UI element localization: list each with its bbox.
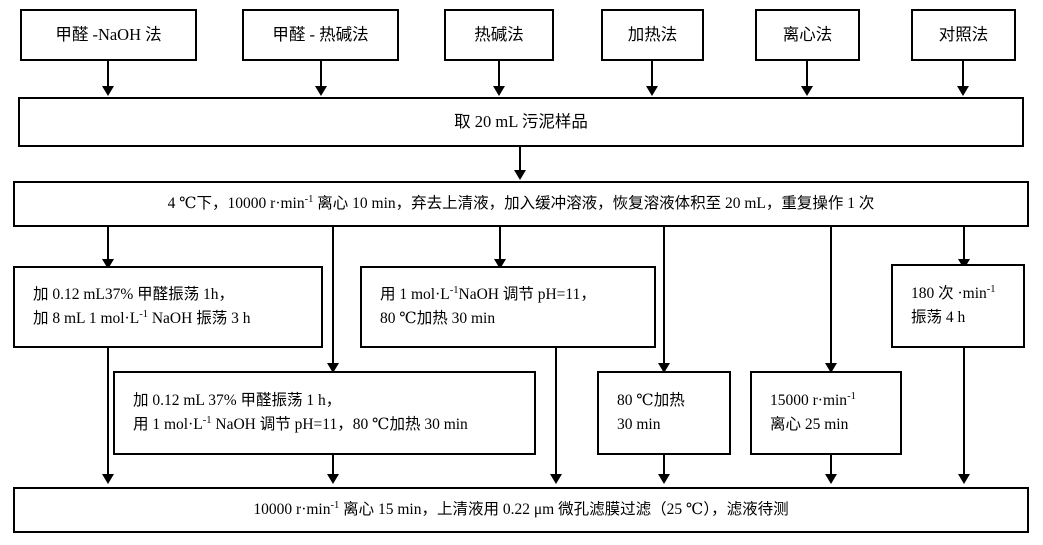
arrowhead-sample-wash <box>514 170 526 180</box>
step-box-heat-80[interactable]: 80 ℃加热 30 min <box>597 371 731 455</box>
connector-r4box1-final <box>332 455 334 479</box>
connector-wash-r4centrifuge <box>830 227 832 368</box>
arrowhead-wash-r4box1 <box>327 363 339 373</box>
arrowhead-wash-r4heat <box>658 363 670 373</box>
method-box-centrifuge[interactable]: 离心法 <box>755 9 860 61</box>
connector-method5-sample <box>806 61 808 88</box>
arrowhead-r3box1-final <box>102 474 114 484</box>
connector-wash-r4heat <box>663 227 665 368</box>
step-box-centrifuge-15000[interactable]: 15000 r·min-1 离心 25 min <box>750 371 902 455</box>
method-label: 甲醛 - 热碱法 <box>272 25 369 45</box>
method-box-formaldehyde-hotalkali[interactable]: 甲醛 - 热碱法 <box>242 9 399 61</box>
step-label: 180 次 ·min-1 振荡 4 h <box>911 283 996 326</box>
step-label: 加 0.12 mL 37% 甲醛振荡 1 h， 用 1 mol·L-1 NaOH… <box>133 391 468 433</box>
method-box-formaldehyde-naoh[interactable]: 甲醛 -NaOH 法 <box>20 9 197 61</box>
method-label: 离心法 <box>782 25 833 45</box>
step-box-shake-180[interactable]: 180 次 ·min-1 振荡 4 h <box>891 264 1025 348</box>
arrowhead-r4box1-final <box>327 474 339 484</box>
arrowhead-method1-sample <box>102 86 114 96</box>
method-label: 甲醛 -NaOH 法 <box>55 25 162 45</box>
connector-wash-r3shake <box>963 227 965 263</box>
arrowhead-method4-sample <box>646 86 658 96</box>
arrowhead-wash-r4centrifuge <box>825 363 837 373</box>
connector-method2-sample <box>320 61 322 88</box>
arrowhead-method6-sample <box>957 86 969 96</box>
step-box-formaldehyde-hotalkali[interactable]: 加 0.12 mL 37% 甲醛振荡 1 h， 用 1 mol·L-1 NaOH… <box>113 371 536 455</box>
step-wash-label: 4 ℃下，10000 r·min-1 离心 10 min，弃去上清液，加入缓冲溶… <box>167 193 875 212</box>
connector-method1-sample <box>107 61 109 88</box>
method-box-heating[interactable]: 加热法 <box>601 9 704 61</box>
step-box-final[interactable]: 10000 r·min-1 离心 15 min，上清液用 0.22 μm 微孔滤… <box>13 487 1029 533</box>
arrowhead-r4heat-final <box>658 474 670 484</box>
arrowhead-method5-sample <box>801 86 813 96</box>
step-box-formaldehyde-naoh[interactable]: 加 0.12 mL37% 甲醛振荡 1h， 加 8 mL 1 mol·L-1 N… <box>13 266 323 348</box>
connector-r3box1-final <box>107 348 109 479</box>
arrowhead-wash-r3box1 <box>102 259 114 269</box>
arrowhead-method3-sample <box>493 86 505 96</box>
step-box-sample[interactable]: 取 20 mL 污泥样品 <box>18 97 1024 147</box>
connector-wash-r3box2 <box>499 227 501 263</box>
connector-r4heat-final <box>663 455 665 479</box>
connector-sample-wash <box>519 147 521 172</box>
step-box-wash[interactable]: 4 ℃下，10000 r·min-1 离心 10 min，弃去上清液，加入缓冲溶… <box>13 181 1029 227</box>
method-box-control[interactable]: 对照法 <box>911 9 1016 61</box>
connector-wash-r3box1 <box>107 227 109 263</box>
arrowhead-method2-sample <box>315 86 327 96</box>
step-box-naoh-ph-heat[interactable]: 用 1 mol·L-1NaOH 调节 pH=11， 80 ℃加热 30 min <box>360 266 656 348</box>
arrowhead-wash-r3box2 <box>494 259 506 269</box>
arrowhead-r3shake-final <box>958 474 970 484</box>
step-label: 80 ℃加热 30 min <box>617 391 685 433</box>
connector-method4-sample <box>651 61 653 88</box>
method-label: 热碱法 <box>474 25 524 45</box>
step-sample-label: 取 20 mL 污泥样品 <box>454 112 588 132</box>
connector-r4centrifuge-final <box>830 455 832 479</box>
connector-wash-r4box1 <box>332 227 334 368</box>
method-label: 加热法 <box>627 25 678 45</box>
connector-r3shake-final <box>963 348 965 479</box>
connector-method6-sample <box>962 61 964 88</box>
arrowhead-r4centrifuge-final <box>825 474 837 484</box>
step-label: 用 1 mol·L-1NaOH 调节 pH=11， 80 ℃加热 30 min <box>380 284 596 327</box>
step-final-label: 10000 r·min-1 离心 15 min，上清液用 0.22 μm 微孔滤… <box>253 499 789 518</box>
method-label: 对照法 <box>938 25 989 45</box>
method-box-hotalkali[interactable]: 热碱法 <box>444 9 554 61</box>
step-label: 15000 r·min-1 离心 25 min <box>770 390 856 433</box>
arrowhead-r3box2-final <box>550 474 562 484</box>
connector-r3box2-final <box>555 348 557 479</box>
step-label: 加 0.12 mL37% 甲醛振荡 1h， 加 8 mL 1 mol·L-1 N… <box>33 285 251 327</box>
connector-method3-sample <box>498 61 500 88</box>
